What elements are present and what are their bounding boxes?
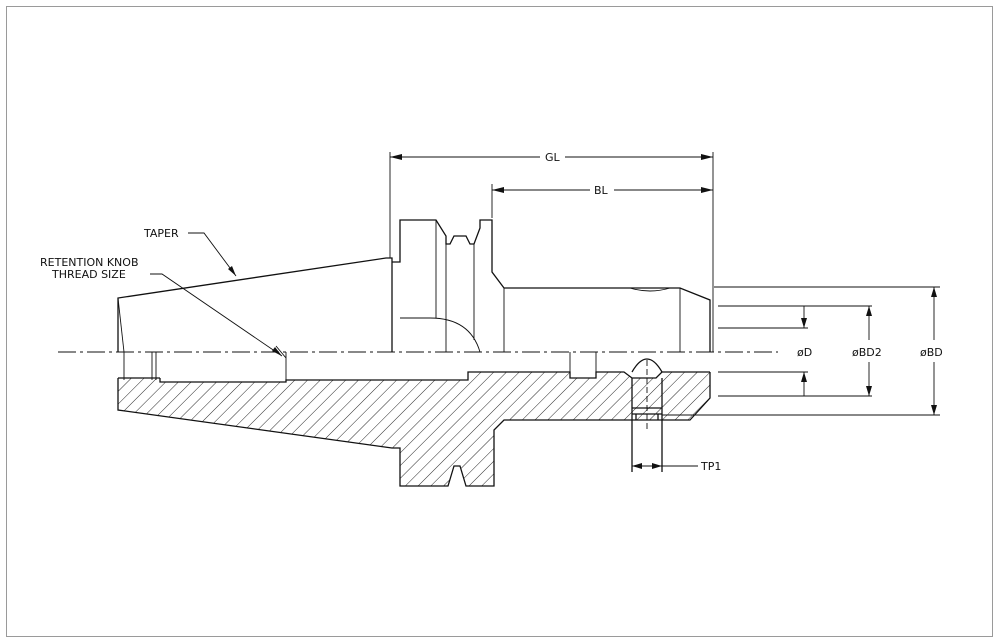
bd2-label: øBD2	[852, 346, 882, 359]
taper-arrow	[228, 266, 236, 276]
d-arrow-bottom	[801, 372, 807, 382]
tp1-hole-top	[631, 358, 663, 373]
taper-outline	[117, 257, 393, 352]
flange-outline	[392, 219, 711, 352]
bd-arrow-top	[931, 287, 937, 297]
gl-label: GL	[545, 151, 561, 164]
bd2-arrow-top	[866, 306, 872, 316]
tp1-arrow-right	[652, 463, 662, 469]
bl-arrow-left	[492, 187, 504, 193]
bl-arrow-right	[701, 187, 713, 193]
retention-label-line1: RETENTION KNOB	[40, 256, 138, 269]
drawing-frame	[6, 6, 993, 637]
d-label: øD	[797, 346, 812, 359]
gl-arrow-left	[390, 154, 402, 160]
retention-leader	[150, 273, 283, 357]
bl-label: BL	[594, 184, 609, 197]
shank-detail	[503, 287, 681, 352]
bd2-arrow-bottom	[866, 386, 872, 396]
tp1-arrow-left	[632, 463, 642, 469]
retention-label-line2: THREAD SIZE	[51, 268, 126, 281]
section-hatch	[118, 372, 710, 486]
bore-upper-detail	[123, 345, 597, 380]
retention-arrow	[272, 347, 282, 356]
flange-detail	[400, 220, 481, 353]
d-arrow-top	[801, 318, 807, 328]
taper-inner-line	[117, 297, 125, 353]
bd-arrow-bottom	[931, 405, 937, 415]
bd-label: øBD	[920, 346, 943, 359]
gl-arrow-right	[701, 154, 713, 160]
taper-label: TAPER	[143, 227, 179, 240]
body-lower-outline	[117, 372, 711, 487]
tp1-label: TP1	[700, 460, 721, 473]
taper-leader	[188, 232, 237, 277]
bore-lower-outline	[159, 371, 710, 383]
